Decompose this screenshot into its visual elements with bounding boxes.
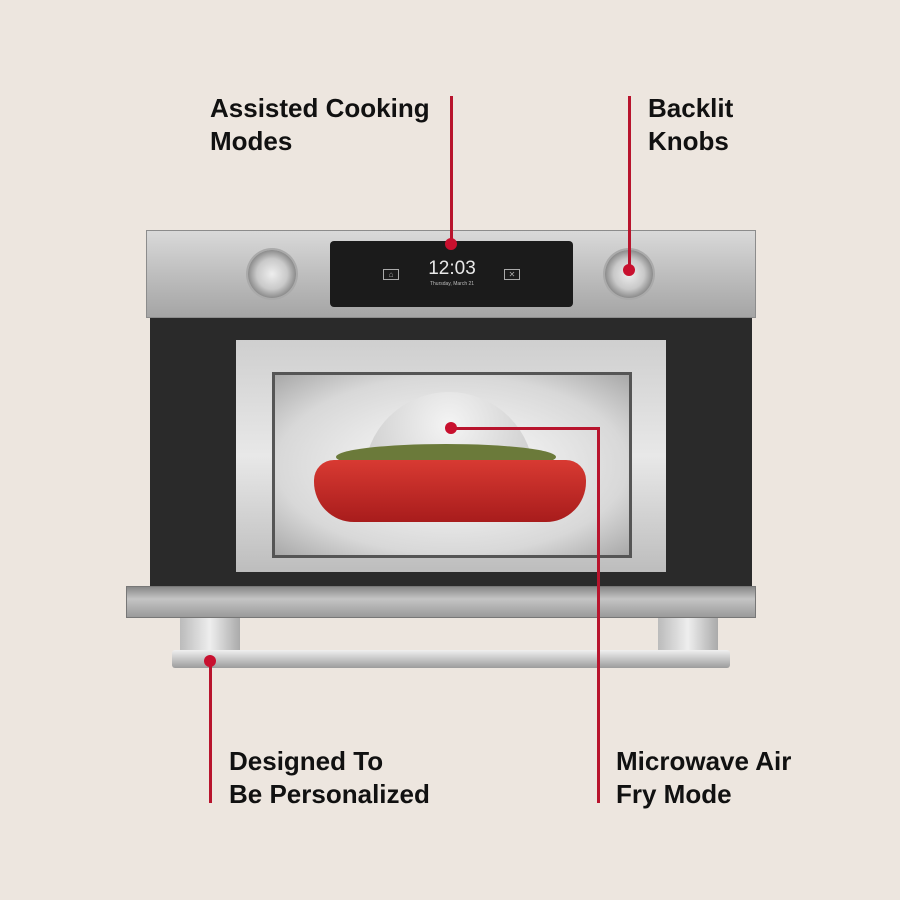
callout-line-knobs xyxy=(628,96,631,270)
label-line: Assisted Cooking xyxy=(210,93,430,123)
close-icon[interactable]: ✕ xyxy=(504,269,520,280)
clock-date: Thursday, March 21 xyxy=(429,281,475,287)
left-knob[interactable] xyxy=(248,250,296,298)
door-handle[interactable] xyxy=(172,650,730,668)
oven: ⌂ 12:03 Thursday, March 21 ✕ xyxy=(126,230,756,620)
label-line: Designed To xyxy=(229,746,384,776)
label-assisted-cooking: Assisted Cooking Modes xyxy=(210,92,430,158)
home-icon[interactable]: ⌂ xyxy=(383,269,399,280)
label-air-fry: Microwave Air Fry Mode xyxy=(616,745,791,811)
door-bottom xyxy=(126,586,756,618)
label-personalized: Designed To Be Personalized xyxy=(229,745,430,811)
clock-time: 12:03 xyxy=(428,258,476,279)
callout-dot-personalized xyxy=(204,655,216,667)
label-line: Backlit xyxy=(648,93,734,123)
callout-hline-airfry xyxy=(451,427,600,430)
handle-support-left xyxy=(180,618,240,656)
label-line: Knobs xyxy=(648,126,729,156)
callout-line-airfry xyxy=(597,427,600,803)
label-line: Microwave Air xyxy=(616,746,792,776)
label-line: Be Personalized xyxy=(229,779,430,809)
label-backlit-knobs: Backlit Knobs xyxy=(648,92,733,158)
display-screen[interactable]: ⌂ 12:03 Thursday, March 21 ✕ xyxy=(330,241,573,307)
label-line: Modes xyxy=(210,126,293,156)
callout-line-personalized xyxy=(209,661,212,803)
callout-line-assisted xyxy=(450,96,453,244)
red-baking-dish xyxy=(314,460,586,522)
label-line: Fry Mode xyxy=(616,779,732,809)
callout-dot-airfry xyxy=(445,422,457,434)
callout-dot-knobs xyxy=(623,264,635,276)
callout-dot-assisted xyxy=(445,238,457,250)
handle-support-right xyxy=(658,618,718,656)
